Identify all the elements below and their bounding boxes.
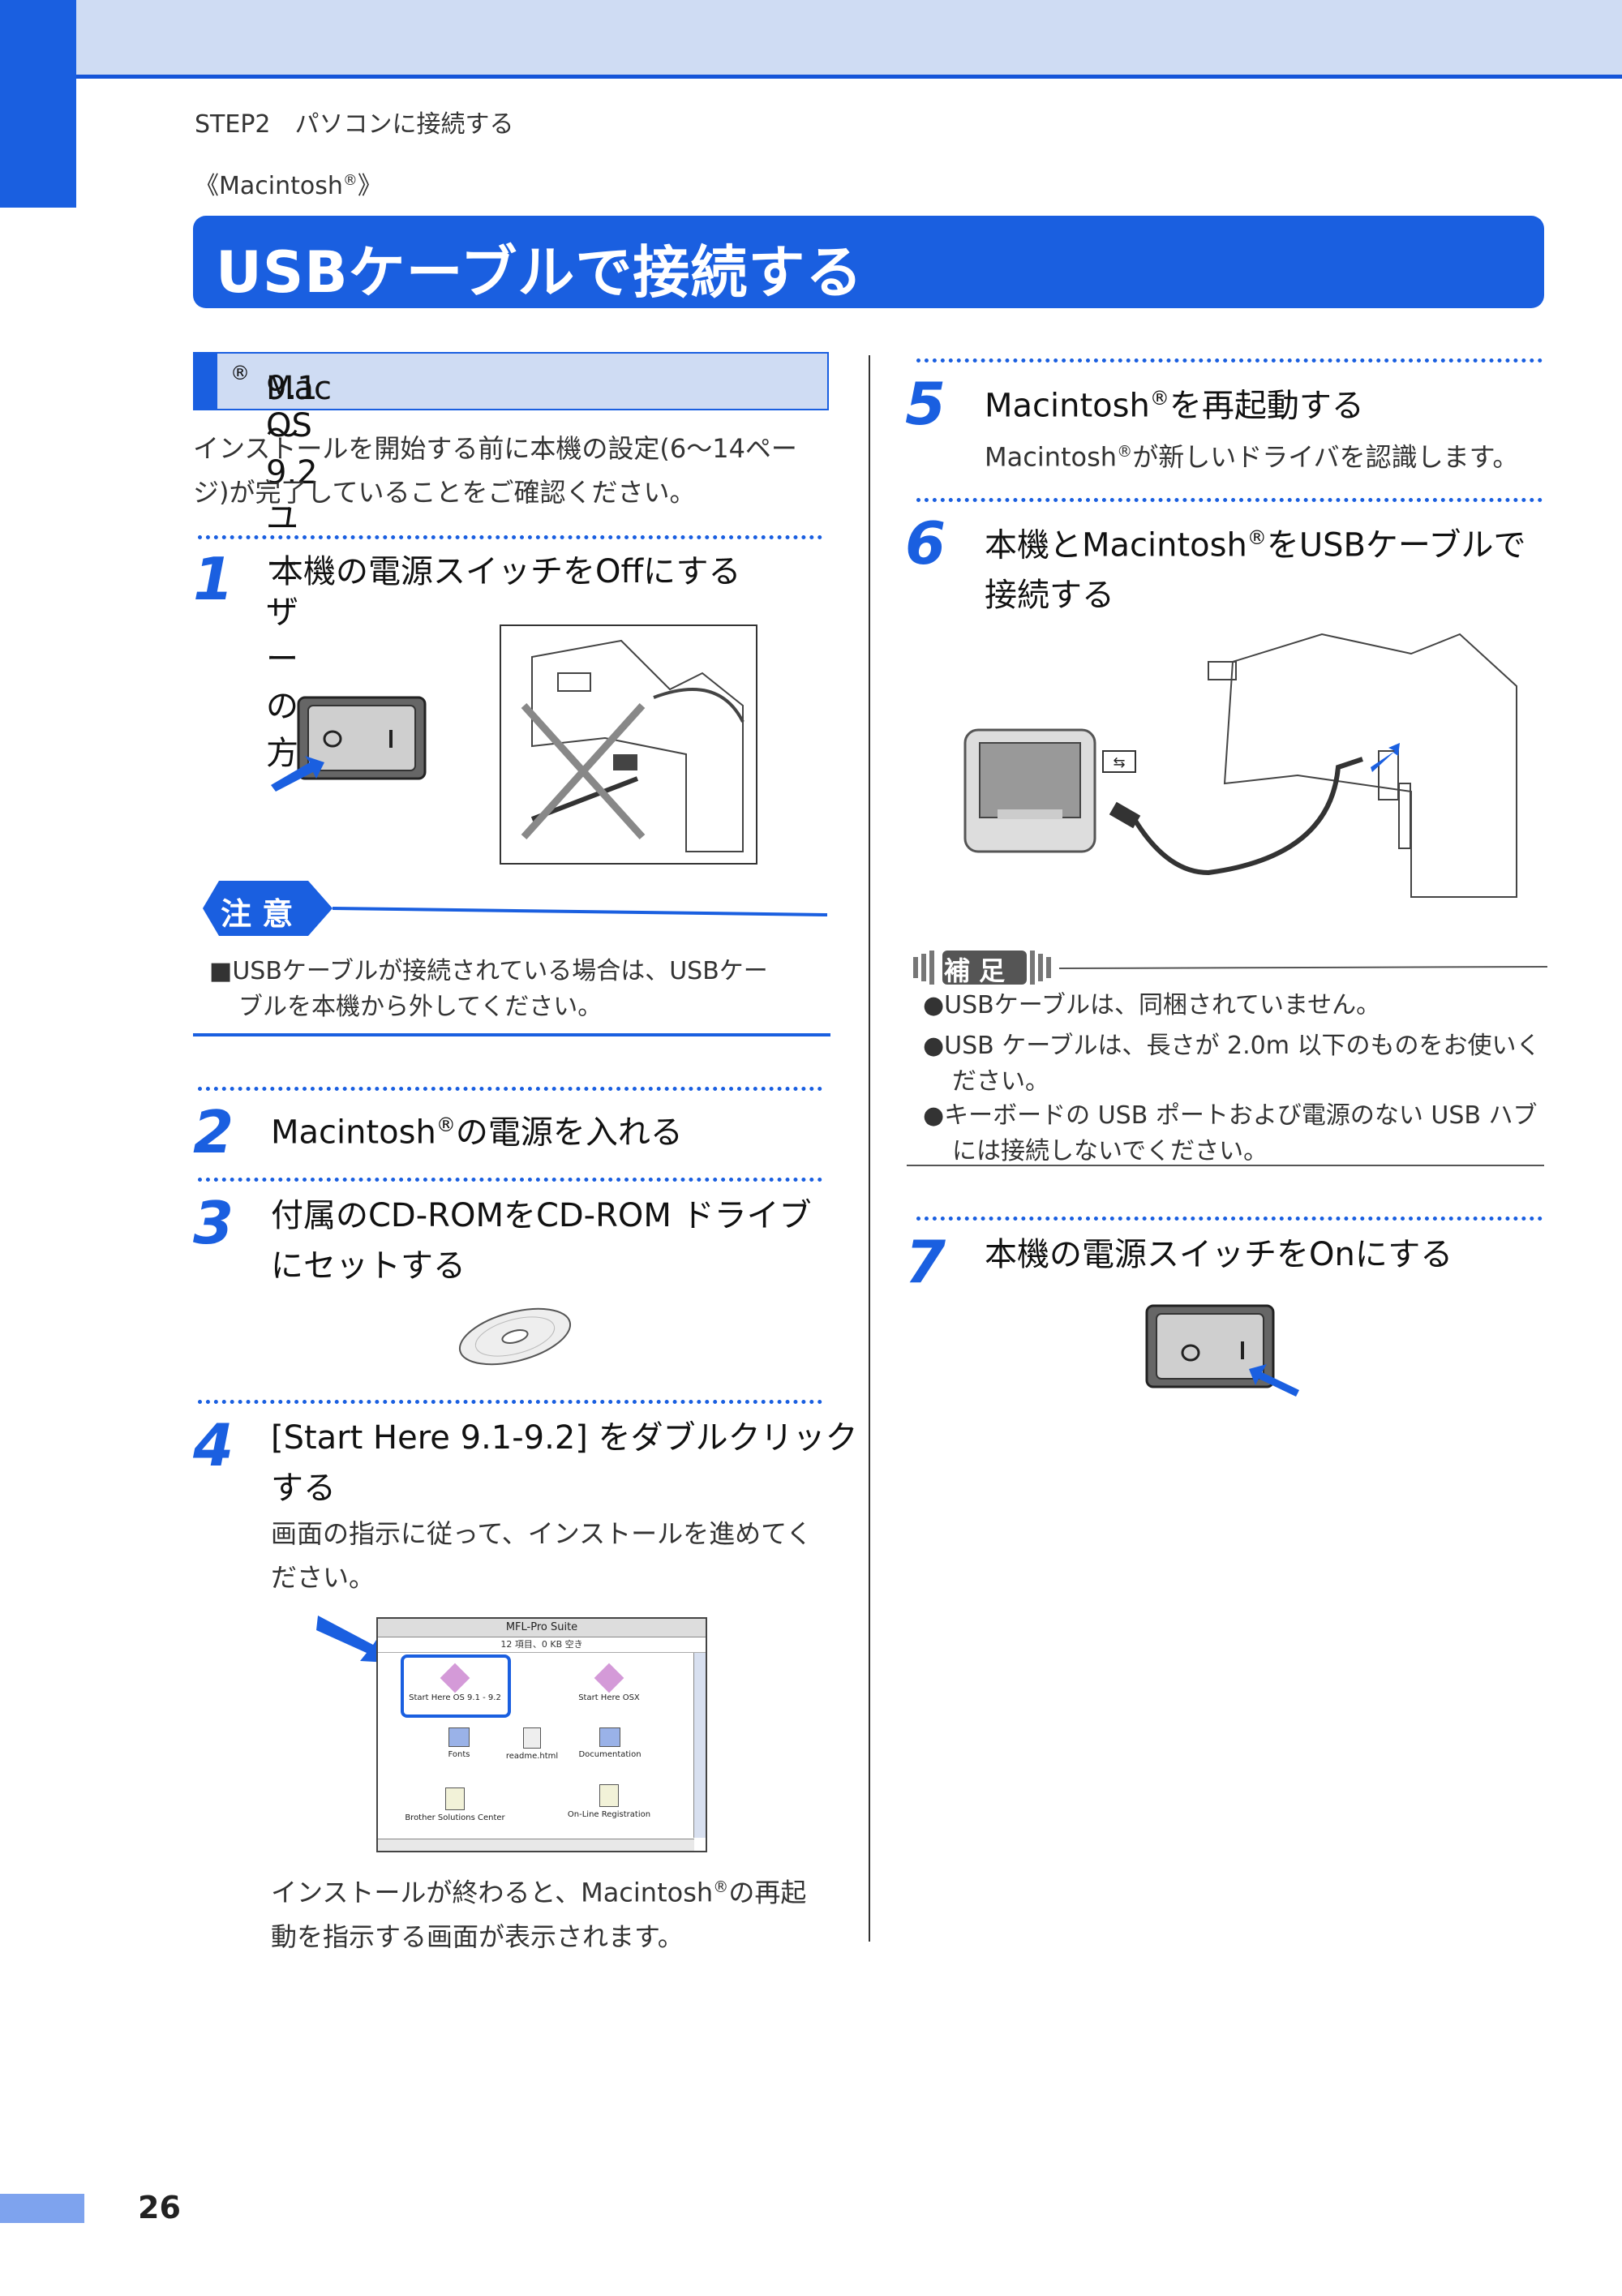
arrow-pointer-icon [316, 1616, 389, 1663]
os-label: 《Macintosh®》 [195, 172, 382, 200]
window-title: MFL-Pro Suite [378, 1619, 706, 1637]
chapter-tab [0, 0, 76, 208]
footer-bar [0, 2194, 84, 2223]
supplement-item: ●キーボードの USB ポートおよび電源のない USB ハブ には接続しないでく… [923, 1101, 1538, 1165]
printer-no-cable-illustration [500, 624, 757, 865]
power-switch-on-illustration [1145, 1304, 1299, 1397]
icon-documentation[interactable]: Documentation [569, 1727, 650, 1759]
step-title: 本機の電源スイッチをOnにする [985, 1236, 1453, 1273]
divider [916, 1217, 1543, 1221]
selection-highlight [401, 1654, 511, 1718]
supplement-label: 補 足 [944, 955, 1006, 986]
step-number: 3 [193, 1189, 234, 1257]
cd-rom-icon [458, 1307, 572, 1366]
icon-brother-solutions[interactable]: Brother Solutions Center [402, 1787, 508, 1822]
caution-text: ■USBケーブルが接続されている場合は、USBケー ブルを本機から外してください… [209, 957, 768, 1021]
step-title: Macintosh®を再起動する [985, 387, 1364, 425]
icon-online-registration[interactable]: On-Line Registration [556, 1784, 662, 1819]
step-description: Macintosh®が新しいドライバを認識します。 [985, 441, 1519, 473]
divider [198, 1087, 822, 1091]
supplement-item: ●USB ケーブルは、長さが 2.0m 以下のものをお使いく ださい。 [923, 1032, 1541, 1096]
h-scrollbar[interactable] [378, 1839, 694, 1851]
step-number: 5 [905, 370, 946, 438]
window-status: 12 項目、0 KB 空き [378, 1637, 706, 1653]
divider [916, 358, 1543, 363]
scrollbar[interactable] [693, 1653, 706, 1838]
supplement-badge [913, 951, 1547, 985]
step-title: 本機の電源スイッチをOffにする [271, 553, 741, 590]
caution-rule [193, 1033, 830, 1036]
usb-connection-illustration: ⇆ [963, 633, 1517, 898]
page-number: 26 [138, 2190, 181, 2225]
icon-readme[interactable]: readme.html [500, 1727, 564, 1761]
power-switch-off-illustration [271, 696, 427, 792]
divider [198, 535, 822, 539]
step-title: 本機とMacintosh®をUSBケーブルで 接続する [985, 526, 1526, 615]
step-description: 画面の指示に従って、インストールを進めてく ださい。 [271, 1518, 813, 1593]
section-subheading: Mac OS® 9.1～9.2ユーザーの方 [193, 352, 829, 772]
divider [198, 1400, 822, 1404]
icon-start-here-osx[interactable]: Start Here OSX [556, 1663, 662, 1702]
step-number: 7 [905, 1228, 946, 1296]
icon-start-here-os9[interactable]: Start Here OS 9.1 - 9.2 [402, 1663, 508, 1702]
icon-fonts[interactable]: Fonts [427, 1727, 491, 1759]
svg-text:⇆: ⇆ [1113, 754, 1125, 771]
breadcrumb: STEP2 パソコンに接続する [195, 110, 514, 139]
divider [916, 498, 1543, 502]
page-title: USBケーブルで接続する [216, 239, 864, 306]
step-number: 2 [193, 1098, 234, 1166]
page-title-banner: USBケーブルで接続する [193, 216, 1544, 308]
column-divider [869, 355, 870, 1942]
caution-label: 注 意 [221, 896, 294, 932]
step-title: 付属のCD-ROMをCD-ROM ドライブ にセットする [271, 1197, 812, 1285]
supplement-item: ●USBケーブルは、同梱されていません。 [923, 991, 1381, 1019]
step-number: 1 [193, 545, 234, 613]
step-title: Macintosh®の電源を入れる [271, 1114, 683, 1152]
step-number: 6 [905, 509, 946, 577]
caution-badge [203, 881, 827, 936]
intro-text: インストールを開始する前に本機の設定(6～14ペー ジ)が完了していることをご確… [193, 433, 797, 508]
closing-text: インストールが終わると、Macintosh®の再起 動を指示する画面が表示されま… [271, 1877, 807, 1952]
step-number: 4 [193, 1411, 234, 1479]
supplement-rule [907, 1165, 1544, 1166]
divider [198, 1178, 822, 1182]
finder-window: MFL-Pro Suite 12 項目、0 KB 空き Start Here O… [376, 1617, 707, 1852]
step-title: [Start Here 9.1-9.2] をダブルクリック する [271, 1419, 858, 1507]
header-band [0, 0, 1622, 79]
